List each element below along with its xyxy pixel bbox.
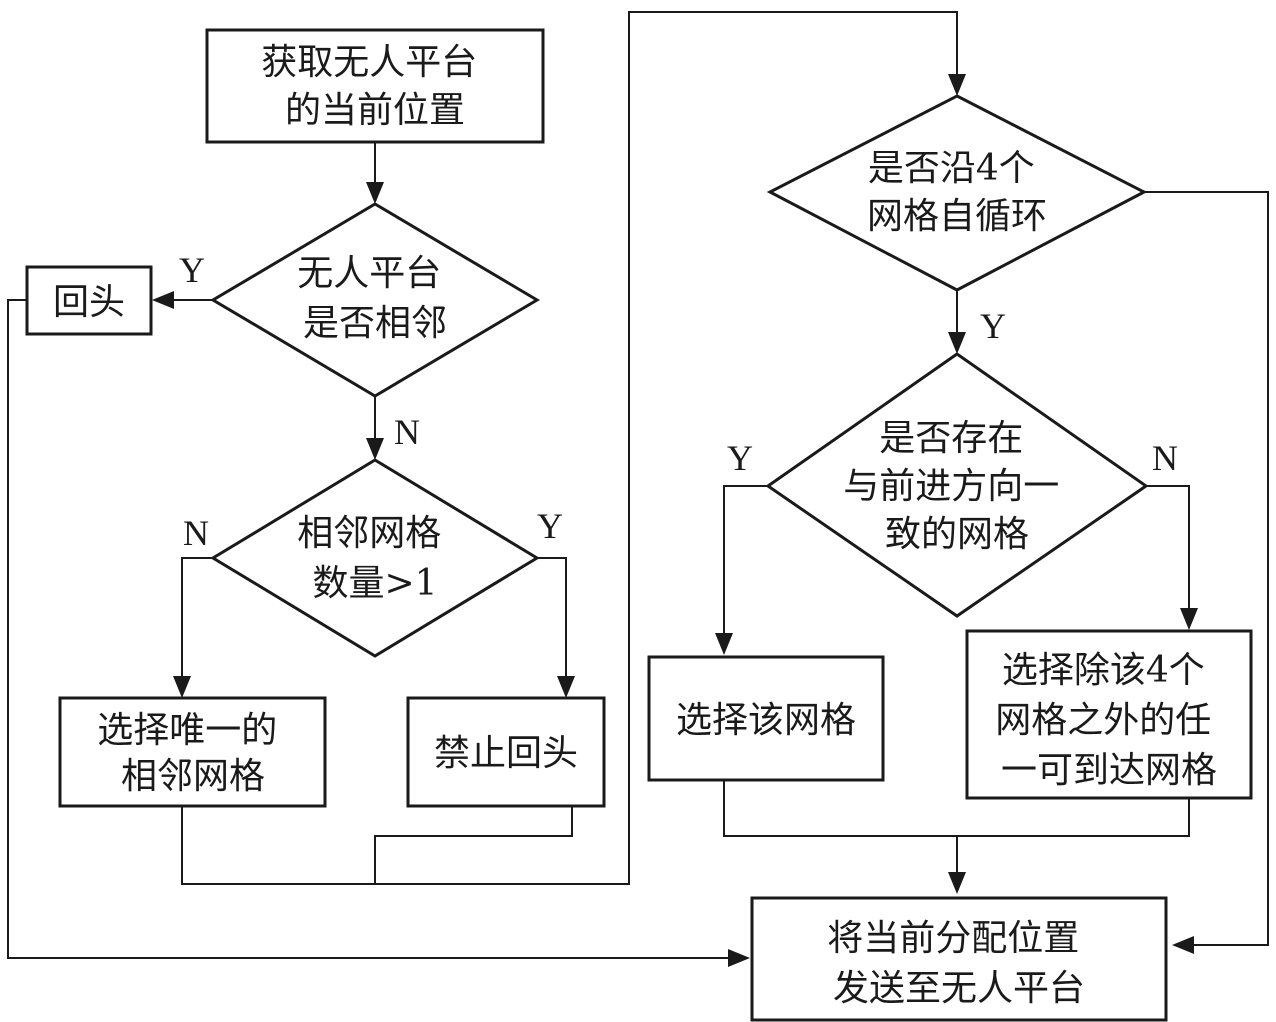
get-position-line-1: 获取无人平台 <box>261 42 477 83</box>
branch-label-adjacent-yes: Y <box>179 250 205 290</box>
branch-label-loop-yes: Y <box>980 306 1006 346</box>
arrowhead-to-direction <box>948 332 966 354</box>
connector-loop-to-send <box>1144 191 1269 946</box>
send-position-line-2: 发送至无人平台 <box>833 968 1085 1009</box>
branch-label-direction-yes: Y <box>727 438 753 478</box>
connector-noturn-merge <box>374 806 573 884</box>
arrowhead-to-selectgrid <box>715 633 733 655</box>
get-position-text: 获取无人平台 的当前位置 <box>261 42 488 131</box>
connector-turnback-to-send <box>7 299 736 959</box>
select-unique-text: 选择唯一的 相邻网格 <box>97 710 288 797</box>
select-grid-text: 选择该网格 <box>676 700 856 741</box>
select-other-text: 选择除该4个 网格之外的任 一可到达网格 <box>995 650 1222 791</box>
send-position-text: 将当前分配位置 发送至无人平台 <box>827 918 1090 1009</box>
direction-check-text: 是否存在 与前进方向一 致的网格 <box>843 418 1070 555</box>
direction-check-diamond <box>765 352 1149 618</box>
select-other-line-3: 一可到达网格 <box>1001 750 1217 791</box>
select-unique-line-2: 相邻网格 <box>121 756 265 797</box>
adjacent-check-text: 无人平台 是否相邻 <box>297 253 452 344</box>
adjacent-check-line-1: 无人平台 <box>297 253 441 294</box>
loop-check-diamond <box>766 94 1148 292</box>
get-position-box <box>205 28 545 144</box>
select-unique-box <box>58 696 327 808</box>
branch-label-count-no: N <box>183 513 209 553</box>
shapes <box>25 28 1253 1022</box>
adjacent-check-line-2: 是否相邻 <box>303 303 447 344</box>
loop-check-line-2: 网格自循环 <box>867 196 1047 237</box>
arrowhead-to-unique <box>173 676 191 698</box>
turn-back-line-1: 回头 <box>53 282 125 323</box>
branch-labels: Y N N Y Y Y N <box>179 250 1178 553</box>
arrowhead-to-send-left <box>728 949 750 967</box>
send-position-box <box>750 896 1168 1022</box>
neighbor-count-text: 相邻网格 数量>1 <box>297 513 452 604</box>
loop-check-line-1: 是否沿4个 <box>868 148 1035 189</box>
turn-back-text: 回头 <box>53 282 125 323</box>
connector-left-merge <box>181 11 958 885</box>
turn-back-box <box>25 265 153 336</box>
connector-direction-to-selectgrid <box>723 485 768 641</box>
arrowhead-to-selectother <box>1180 608 1198 630</box>
select-other-line-1: 选择除该4个 <box>1002 650 1205 691</box>
arrowhead-to-turnback <box>152 291 174 309</box>
no-turn-back-text: 禁止回头 <box>434 733 578 774</box>
direction-check-line-1: 是否存在 <box>879 418 1023 459</box>
arrowhead-to-count <box>366 438 384 460</box>
branch-label-adjacent-no: N <box>394 412 420 452</box>
select-other-box <box>965 629 1253 800</box>
arrowhead-to-loop <box>948 74 966 96</box>
connector-count-to-unique <box>181 557 213 684</box>
arrowhead-to-noturn <box>557 676 575 698</box>
neighbor-count-diamond <box>210 458 540 658</box>
connector-direction-to-selectother <box>1146 485 1190 616</box>
direction-check-line-2: 与前进方向一 <box>843 466 1059 507</box>
select-unique-line-1: 选择唯一的 <box>97 710 277 751</box>
arrowheads <box>152 74 1198 967</box>
select-grid-box <box>647 655 885 782</box>
arrowhead-to-send-bottom <box>948 872 966 894</box>
send-position-line-1: 将当前分配位置 <box>827 918 1079 959</box>
loop-check-text: 是否沿4个 网格自循环 <box>867 148 1047 237</box>
get-position-line-2: 的当前位置 <box>285 90 465 131</box>
direction-check-line-3: 致的网格 <box>885 514 1029 555</box>
select-grid-line-1: 选择该网格 <box>676 700 856 741</box>
arrowhead-to-send-right <box>1172 936 1194 954</box>
arrowhead-to-adjacent <box>366 182 384 204</box>
neighbor-count-line-2: 数量>1 <box>312 563 437 604</box>
adjacent-check-diamond <box>210 202 540 398</box>
neighbor-count-line-1: 相邻网格 <box>297 513 441 554</box>
branch-label-count-yes: Y <box>537 506 563 546</box>
no-turn-back-box <box>406 696 606 808</box>
select-other-line-2: 网格之外的任 <box>995 700 1211 741</box>
branch-label-direction-no: N <box>1152 438 1178 478</box>
no-turn-back-line-1: 禁止回头 <box>434 733 578 774</box>
node-labels: 获取无人平台 的当前位置 无人平台 是否相邻 回头 相邻网格 数量>1 选择唯一… <box>53 42 1222 1009</box>
connector-count-to-noturn <box>537 557 567 684</box>
